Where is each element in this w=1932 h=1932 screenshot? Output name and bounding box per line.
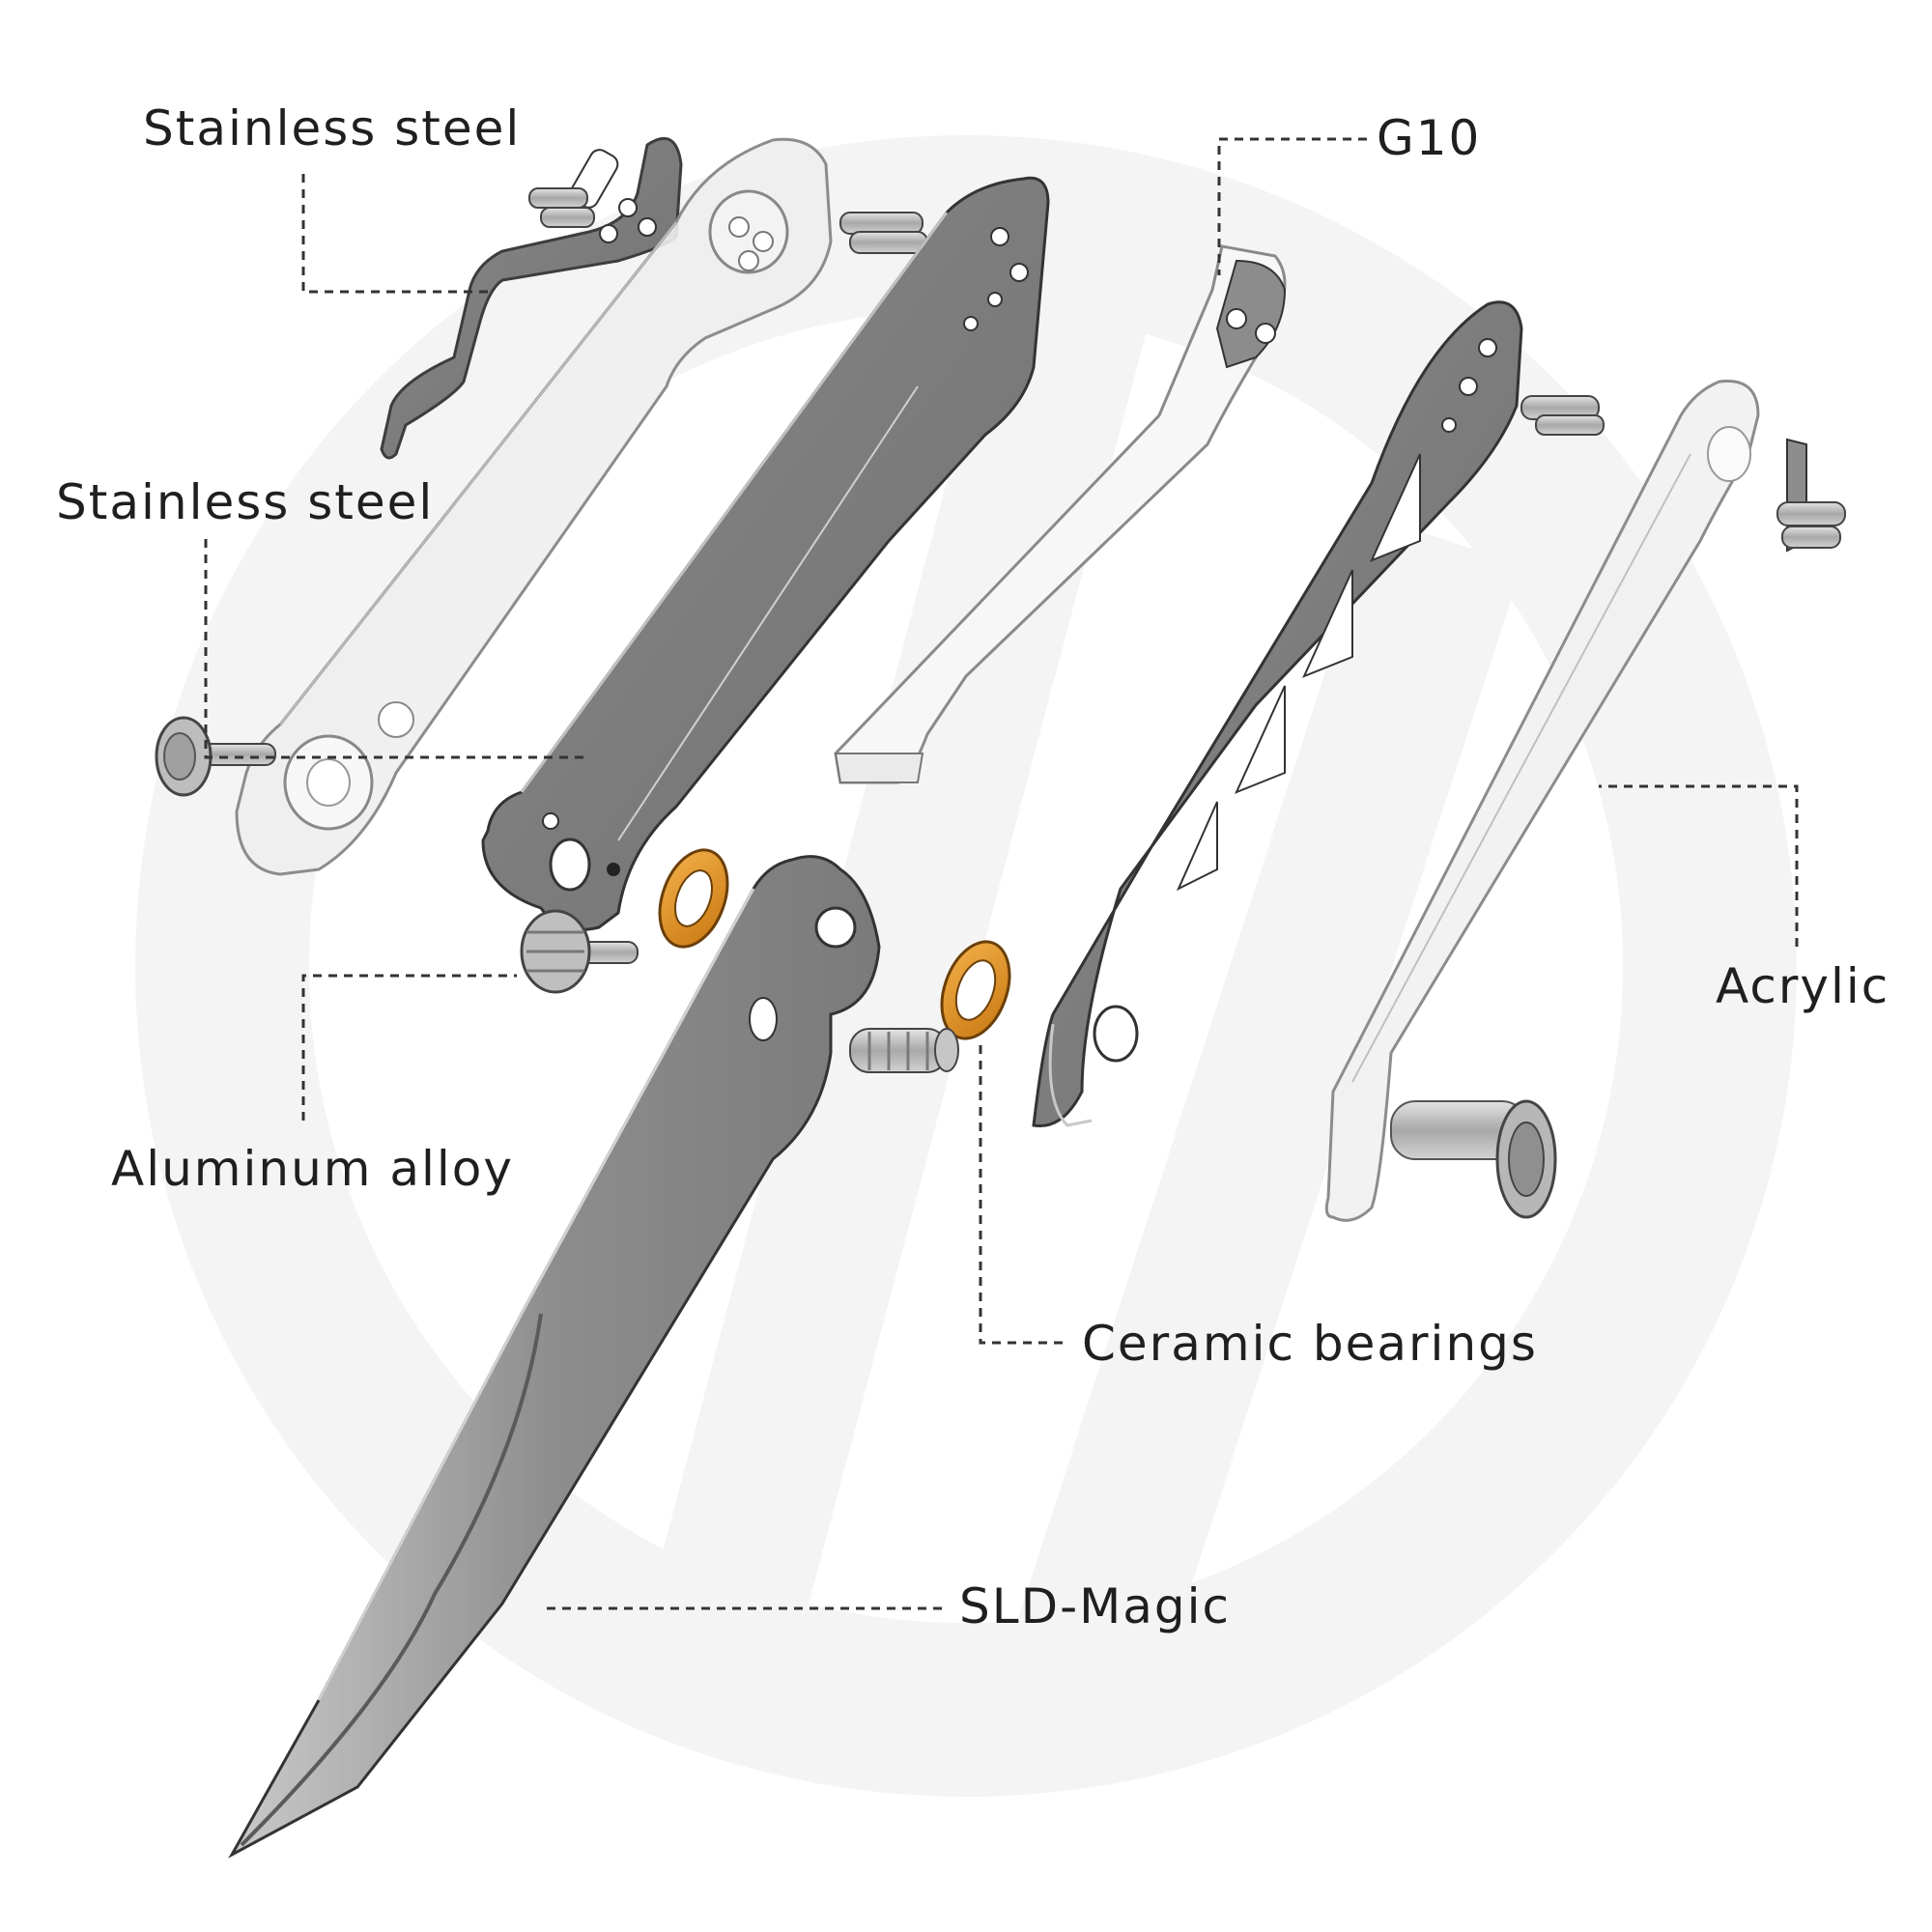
pivot-screw-right xyxy=(1390,1099,1557,1219)
leader-liner xyxy=(204,539,584,759)
label-stop-pin-material: Aluminum alloy xyxy=(111,1141,514,1197)
pocket-clip xyxy=(380,136,683,460)
stop-pin xyxy=(520,909,639,994)
steel-liner xyxy=(481,176,1050,931)
leader-acrylic xyxy=(1599,784,1799,947)
leader-ceramic xyxy=(979,1043,1063,1345)
leader-g10 xyxy=(1217,137,1367,275)
ceramic-bearing-right xyxy=(940,940,1011,1040)
leader-lines xyxy=(204,137,1799,1610)
clip-screws xyxy=(528,187,595,228)
small-screw-right xyxy=(1776,438,1846,553)
label-blade-steel: SLD-Magic xyxy=(959,1578,1232,1634)
blade xyxy=(228,855,881,1859)
leader-clip xyxy=(301,174,493,294)
g10-backspacer xyxy=(834,244,1287,784)
label-liner-material: Stainless steel xyxy=(56,474,435,530)
leader-alu xyxy=(301,974,517,1121)
pivot-screw-left xyxy=(155,716,276,797)
label-backspacer-material: G10 xyxy=(1377,110,1482,166)
ceramic-bearing-left xyxy=(658,848,729,949)
blade-pivot-barrel xyxy=(849,1028,959,1073)
label-scale-material: Acrylic xyxy=(1716,958,1890,1014)
label-pocket-clip-material: Stainless steel xyxy=(143,100,522,156)
right-acrylic-scale xyxy=(1324,379,1760,1222)
left-acrylic-scale xyxy=(235,137,833,876)
skeletonized-liner xyxy=(1032,300,1523,1128)
label-bearings-material: Ceramic bearings xyxy=(1082,1316,1538,1372)
